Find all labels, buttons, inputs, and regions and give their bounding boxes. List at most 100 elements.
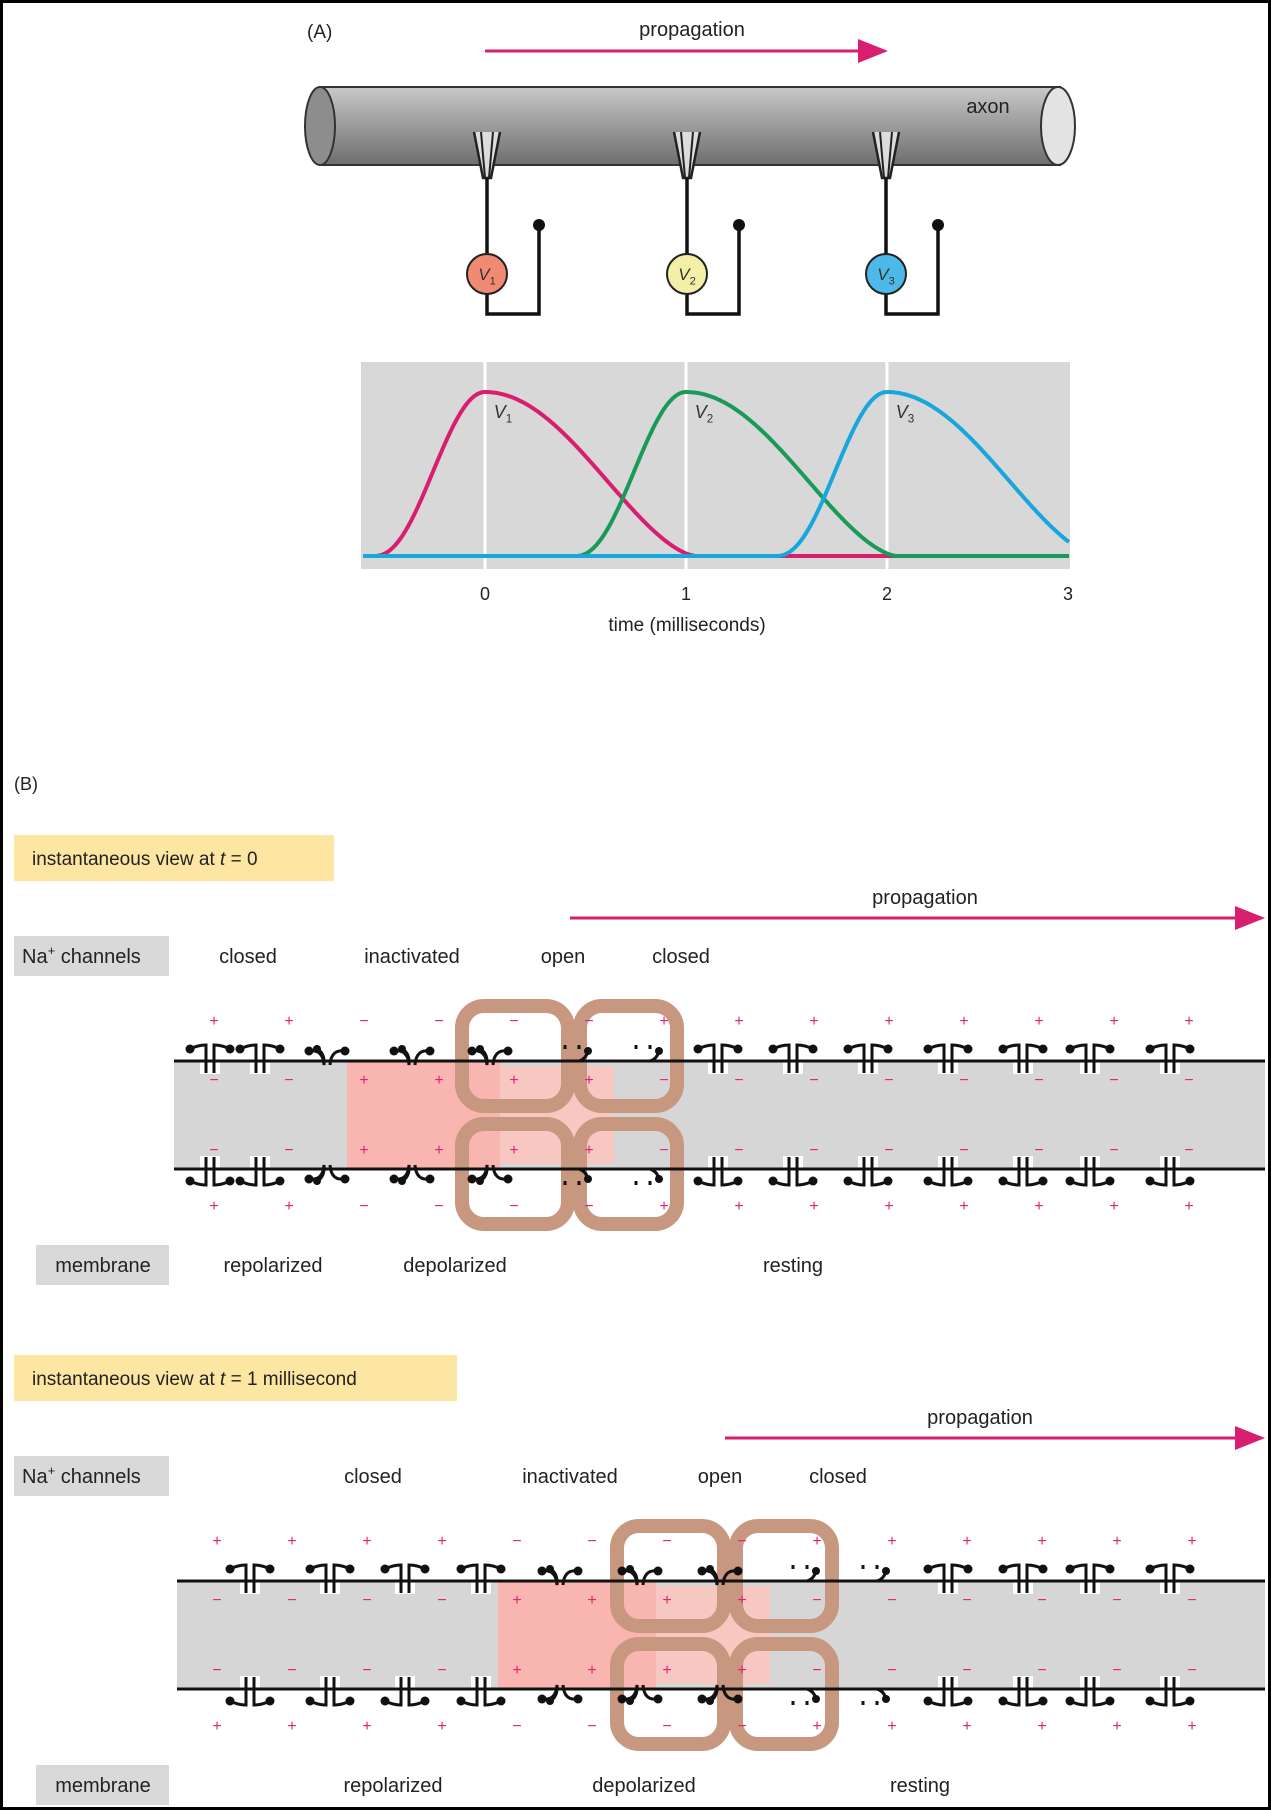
electrode-1: V1 bbox=[466, 131, 545, 316]
charge-sign: + bbox=[659, 1198, 668, 1215]
membrane-label-box bbox=[36, 1765, 169, 1805]
charge-sign: − bbox=[734, 1142, 743, 1159]
charge-sign: − bbox=[512, 1718, 521, 1735]
charge-sign: + bbox=[284, 1013, 293, 1030]
charge-sign: − bbox=[209, 1072, 218, 1089]
channel-state-3: closed bbox=[809, 1466, 867, 1488]
curve-label-v1: V1 bbox=[494, 402, 513, 426]
depolarized-region bbox=[498, 1581, 656, 1689]
charge-sign: + bbox=[737, 1662, 746, 1679]
charge-sign: − bbox=[362, 1662, 371, 1679]
membrane-charges: +−−++−−+−++−−++−−++−−++−+−−++−−++−−++−−+… bbox=[209, 1013, 1193, 1215]
channel-state-2: open bbox=[698, 1466, 743, 1488]
charge-sign: + bbox=[1034, 1198, 1043, 1215]
charge-sign: − bbox=[809, 1072, 818, 1089]
membrane-label-box bbox=[36, 1245, 169, 1285]
charge-sign: + bbox=[584, 1072, 593, 1089]
local-current-loops bbox=[455, 999, 684, 1231]
charge-sign: + bbox=[1187, 1533, 1196, 1550]
charge-sign: + bbox=[587, 1592, 596, 1609]
charge-sign: − bbox=[1184, 1072, 1193, 1089]
charge-sign: − bbox=[359, 1198, 368, 1215]
current-loop-upper-0 bbox=[455, 999, 575, 1113]
charge-sign: − bbox=[584, 1198, 593, 1215]
charge-sign: + bbox=[284, 1198, 293, 1215]
charge-sign: − bbox=[1034, 1072, 1043, 1089]
charge-sign: + bbox=[584, 1142, 593, 1159]
view-title-box bbox=[14, 835, 334, 881]
charge-sign: + bbox=[662, 1592, 671, 1609]
curve-label-v2-sub: 2 bbox=[707, 413, 714, 426]
propagation-label: propagation bbox=[872, 887, 978, 909]
charge-sign: + bbox=[1184, 1013, 1193, 1030]
tick-label-0: 0 bbox=[480, 584, 490, 604]
propagation-label: propagation bbox=[927, 1407, 1033, 1429]
charge-sign: + bbox=[809, 1198, 818, 1215]
charge-sign: − bbox=[1109, 1072, 1118, 1089]
charge-sign: + bbox=[359, 1142, 368, 1159]
charge-sign: + bbox=[737, 1592, 746, 1609]
electrode-2: V2 bbox=[666, 131, 745, 316]
charge-sign: − bbox=[284, 1142, 293, 1159]
charge-sign: − bbox=[512, 1533, 521, 1550]
charge-sign: − bbox=[509, 1198, 518, 1215]
charge-sign: − bbox=[884, 1072, 893, 1089]
charge-sign: − bbox=[884, 1142, 893, 1159]
membrane-label: membrane bbox=[55, 1255, 151, 1277]
channels-label-box bbox=[14, 1456, 169, 1496]
voltmeter-label-1: V1 bbox=[478, 265, 496, 287]
membrane-state-0: repolarized bbox=[224, 1255, 323, 1277]
charge-sign: − bbox=[734, 1072, 743, 1089]
charge-sign: − bbox=[587, 1718, 596, 1735]
membrane-state-1: depolarized bbox=[592, 1775, 695, 1797]
charge-sign: − bbox=[509, 1013, 518, 1030]
charge-sign: + bbox=[509, 1072, 518, 1089]
panel-b-label: (B) bbox=[14, 774, 38, 794]
channels-label-sup: + bbox=[48, 943, 56, 958]
current-loop-lower-0 bbox=[455, 1117, 575, 1231]
channels-label: Na+ channels bbox=[22, 943, 141, 968]
voltmeter-2 bbox=[666, 253, 708, 295]
charge-sign: − bbox=[662, 1718, 671, 1735]
charge-sign: − bbox=[1112, 1662, 1121, 1679]
charge-sign: + bbox=[1187, 1718, 1196, 1735]
channels-label-sup: + bbox=[48, 1463, 56, 1478]
charge-sign: + bbox=[509, 1142, 518, 1159]
view-title-title-t: t bbox=[220, 849, 226, 870]
voltmeter-1 bbox=[466, 253, 508, 295]
channel-state-2: open bbox=[541, 946, 586, 968]
charge-sign: − bbox=[662, 1533, 671, 1550]
plot-curves bbox=[363, 390, 1071, 558]
panel-b: (B) instantaneous view at t = 0propagati… bbox=[14, 774, 1265, 1805]
charge-sign: + bbox=[884, 1013, 893, 1030]
charge-sign: − bbox=[212, 1662, 221, 1679]
charge-sign: + bbox=[662, 1662, 671, 1679]
charge-sign: − bbox=[887, 1592, 896, 1609]
charge-sign: − bbox=[1034, 1142, 1043, 1159]
curve-label-v1-base: V bbox=[494, 402, 508, 422]
charge-sign: − bbox=[737, 1533, 746, 1550]
curve-v3 bbox=[363, 390, 1071, 558]
instantaneous-view-1: instantaneous view at t = 1 millisecondp… bbox=[14, 1355, 1265, 1805]
current-loop-lower-1 bbox=[729, 1637, 839, 1751]
charge-sign: − bbox=[1184, 1142, 1193, 1159]
x-axis-label: time (milliseconds) bbox=[608, 615, 765, 636]
plot-gridlines bbox=[483, 362, 889, 569]
voltmeter-label-1-sub: 1 bbox=[490, 275, 496, 287]
charge-sign: + bbox=[212, 1718, 221, 1735]
charge-sign: + bbox=[209, 1013, 218, 1030]
view-title-title-suffix: = 0 bbox=[225, 849, 257, 870]
charge-sign: − bbox=[434, 1013, 443, 1030]
charge-sign: − bbox=[962, 1662, 971, 1679]
charge-sign: + bbox=[362, 1533, 371, 1550]
charge-sign: + bbox=[959, 1198, 968, 1215]
curve-label-v2-base: V bbox=[695, 402, 709, 422]
electrode-3: V3 bbox=[865, 131, 944, 316]
charge-sign: + bbox=[1109, 1013, 1118, 1030]
charge-sign: − bbox=[812, 1662, 821, 1679]
charge-sign: + bbox=[812, 1718, 821, 1735]
charge-sign: − bbox=[959, 1142, 968, 1159]
charge-sign: − bbox=[287, 1592, 296, 1609]
